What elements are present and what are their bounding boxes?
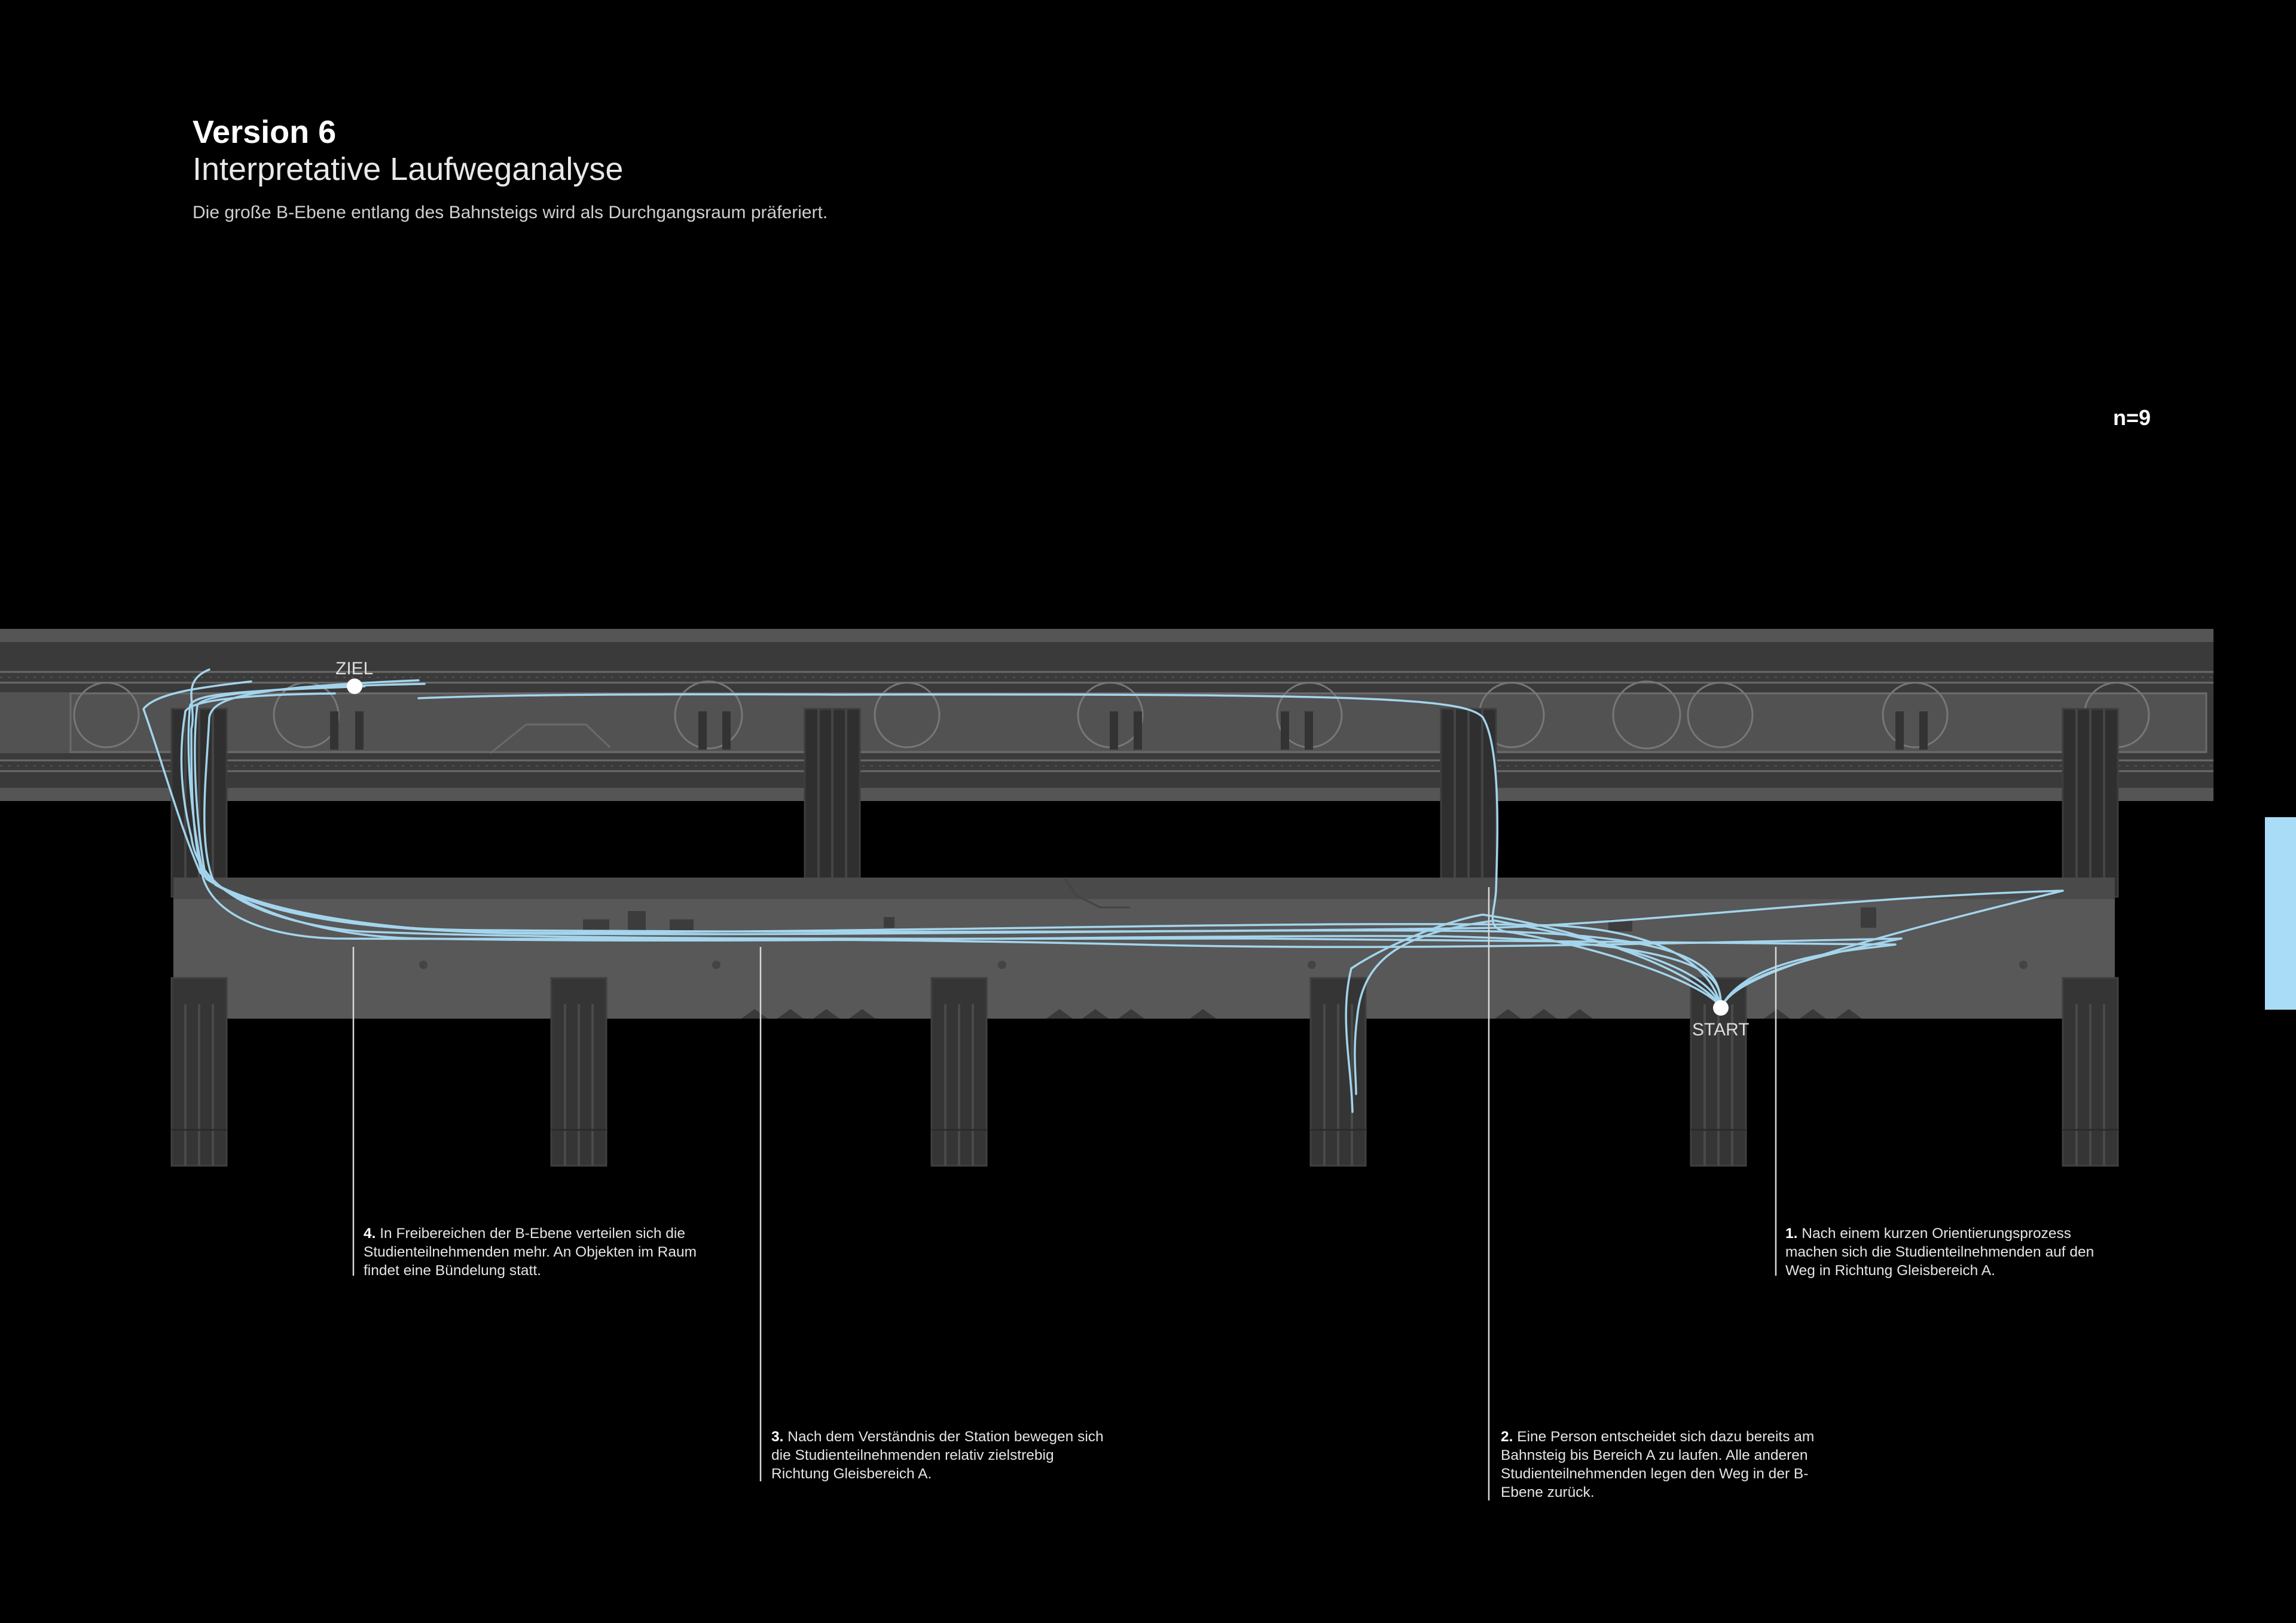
annotation-number: 2. — [1501, 1429, 1513, 1445]
b-level-concourse — [173, 877, 2115, 1019]
sample-size-label: n=9 — [2113, 405, 2151, 430]
page-subtitle: Interpretative Laufweganalyse — [193, 151, 624, 187]
annotation-number: 1. — [1785, 1225, 1798, 1242]
page-title: Version 6 — [193, 114, 337, 150]
annotation-1: 1. Nach einem kurzen Orientierungsprozes… — [1785, 1224, 2120, 1280]
header: Version 6 Interpretative Laufweganalyse … — [193, 114, 828, 225]
annotation-text: Eine Person entscheidet sich dazu bereit… — [1501, 1429, 1815, 1500]
platform-level — [0, 629, 2213, 801]
annotation-3: 3. Nach dem Verständnis der Station bewe… — [771, 1428, 1106, 1483]
walking-paths — [142, 668, 2064, 1113]
annotation-number: 3. — [771, 1429, 784, 1445]
annotation-4: 4. In Freibereichen der B-Ebene verteile… — [364, 1224, 698, 1280]
annotation-text: In Freibereichen der B-Ebene verteilen s… — [364, 1225, 697, 1279]
start-marker: START — [1692, 1000, 1750, 1040]
start-label: START — [1692, 1020, 1750, 1040]
callout-lines — [352, 887, 1777, 1500]
goal-label: ZIEL — [335, 659, 373, 678]
annotation-text: Nach einem kurzen Orientierungsprozess m… — [1785, 1225, 2095, 1279]
goal-marker: ZIEL — [335, 659, 373, 694]
annotation-2: 2. Eine Person entscheidet sich dazu ber… — [1501, 1428, 1836, 1502]
side-accent-tab[interactable] — [2265, 817, 2296, 1010]
annotation-number: 4. — [364, 1225, 376, 1242]
page-description: Die große B-Ebene entlang des Bahnsteigs… — [193, 203, 828, 222]
annotation-text: Nach dem Verständnis der Station bewegen… — [771, 1429, 1104, 1482]
